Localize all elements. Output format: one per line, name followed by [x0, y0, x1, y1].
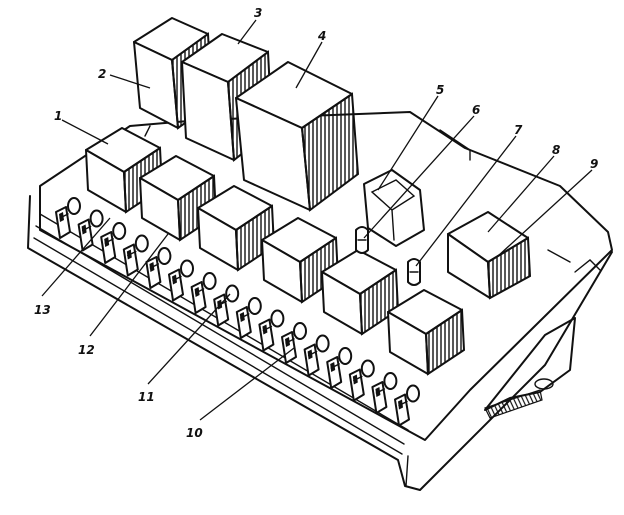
callout-2: 2: [98, 67, 106, 81]
relay-8: [447, 211, 532, 300]
relay-6-7-base: [321, 249, 400, 336]
fuse: [394, 384, 420, 427]
callout-10: 10: [186, 426, 203, 440]
callout-3: 3: [254, 6, 262, 20]
callout-12: 12: [78, 343, 95, 357]
fuse: [213, 284, 240, 327]
relay-4: [235, 61, 360, 212]
callout-4: 4: [317, 29, 326, 43]
mounting-hole: [534, 378, 554, 390]
callout-7: 7: [514, 123, 523, 137]
leader-lines: [41, 19, 593, 421]
callout-5: 5: [436, 83, 444, 97]
relay-11: [197, 185, 276, 272]
front-relay-row: [85, 127, 466, 376]
fuse: [348, 359, 375, 402]
fuse: [258, 309, 285, 352]
fuse: [168, 259, 194, 302]
housing-front-wall: [27, 195, 613, 491]
fuse: [303, 334, 330, 377]
callout-8: 8: [552, 143, 560, 157]
callout-1: 1: [54, 109, 62, 123]
relay-9: [387, 289, 466, 376]
terminal-pin-6: [355, 226, 369, 254]
callout-13: 13: [34, 303, 51, 317]
callout-11: 11: [138, 390, 155, 404]
relay-12: [139, 155, 218, 242]
fuse: [371, 372, 398, 414]
callout-6: 6: [472, 103, 480, 117]
fuse: [235, 297, 262, 339]
fuse: [326, 347, 353, 389]
fuse: [122, 234, 149, 277]
fuse: [55, 197, 81, 239]
fuse: [100, 222, 127, 264]
callout-9: 9: [590, 157, 598, 171]
fuse-row: [55, 197, 420, 427]
fuse: [190, 272, 217, 314]
fuse: [145, 247, 172, 289]
callout-labels: 1 2 3 4 5 6 7 8 9 10 11 12 13: [34, 6, 598, 440]
